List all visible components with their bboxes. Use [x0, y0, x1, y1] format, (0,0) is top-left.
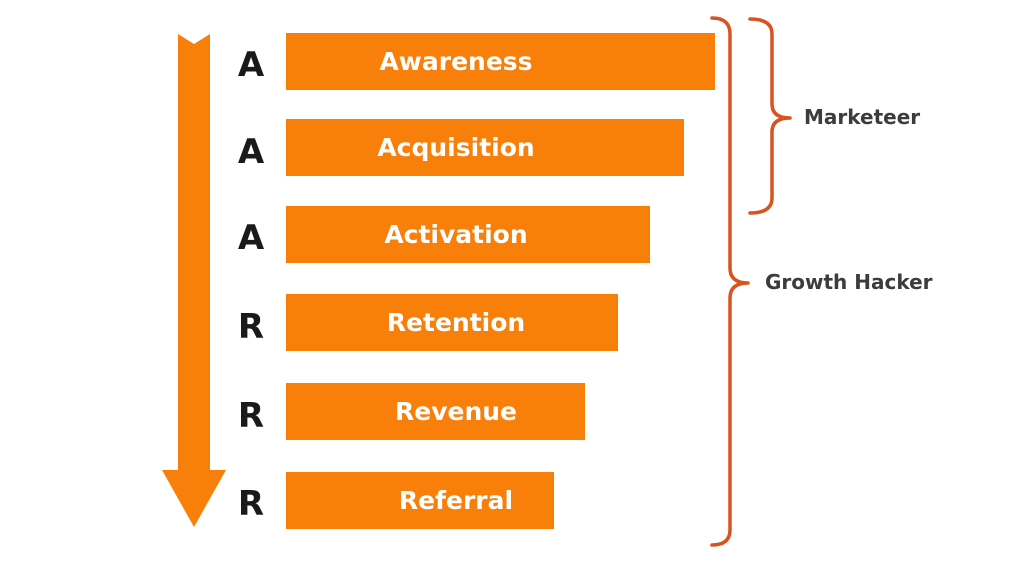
stage-bar-awareness — [286, 33, 715, 90]
stage-label-revenue: Revenue — [394, 397, 517, 426]
marketeer-bracket — [748, 17, 792, 215]
stage-bar-activation — [286, 206, 650, 263]
stage-label-awareness: Awareness — [379, 47, 533, 76]
stage-bar-referral — [286, 472, 554, 529]
stage-label-acquisition: Acquisition — [377, 133, 535, 162]
stage-label-activation: Activation — [384, 220, 528, 249]
stage-label-retention: Retention — [386, 308, 526, 337]
growth-hacker-label: Growth Hacker — [765, 270, 933, 294]
stage-letter: R — [237, 307, 265, 347]
stage-bar-acquisition — [286, 119, 684, 176]
stage-letter: A — [237, 218, 265, 258]
stage-bar-revenue — [286, 383, 585, 440]
stage-letter: A — [237, 45, 265, 85]
flow-down-arrow-shape — [162, 34, 226, 527]
stage-letter: A — [237, 132, 265, 172]
stage-bar-retention — [286, 294, 618, 351]
flow-down-arrow — [162, 34, 226, 527]
stage-label-referral: Referral — [398, 486, 514, 515]
stage-letter: R — [237, 396, 265, 436]
stage-letter: R — [237, 484, 265, 524]
growth-hacker-bracket — [710, 16, 750, 547]
marketeer-label: Marketeer — [804, 105, 921, 129]
